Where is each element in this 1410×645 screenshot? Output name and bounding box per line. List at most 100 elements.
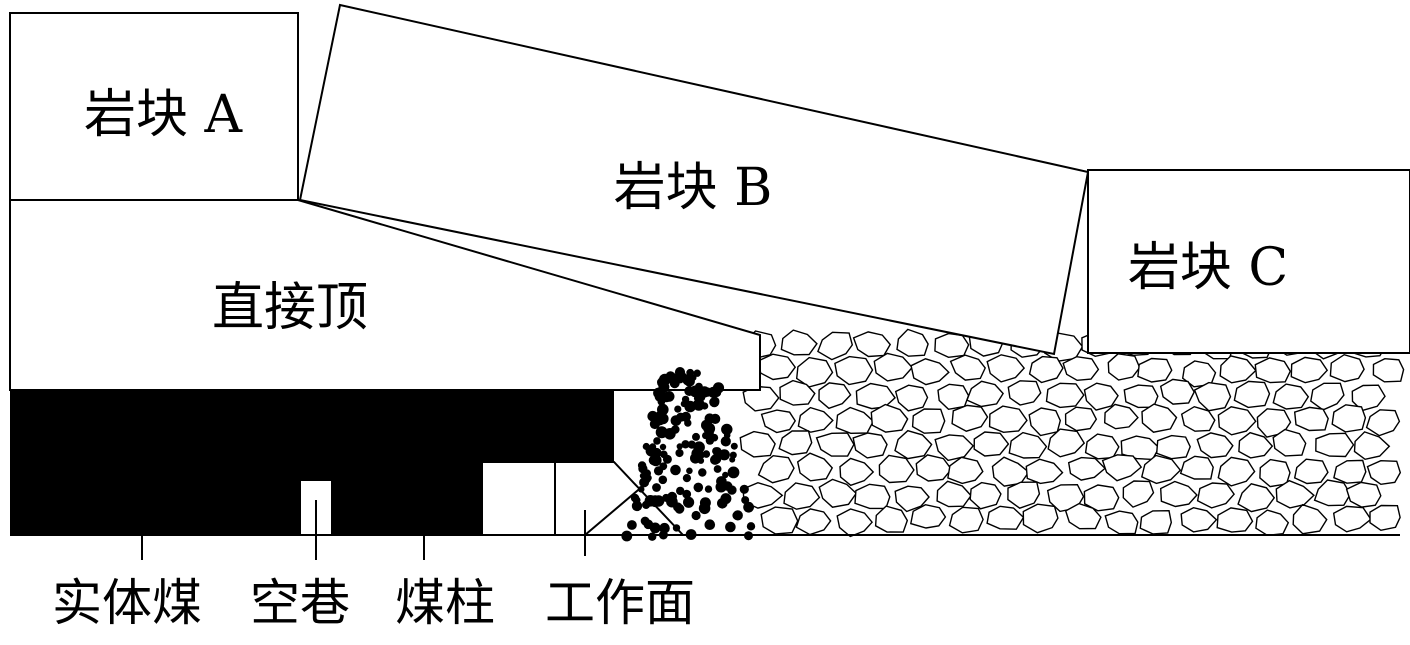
coal-particle: [701, 402, 709, 410]
coal-particle: [682, 474, 692, 483]
coal-particle: [675, 448, 684, 458]
coal-particle: [693, 369, 701, 377]
coal-particle: [649, 522, 661, 534]
coal-particle: [710, 453, 722, 465]
coal-particle: [730, 442, 738, 450]
rock-fragment: [1293, 406, 1329, 432]
coal-particle: [670, 464, 681, 476]
goaf-caved-zone: [739, 328, 1405, 538]
rock-fragment: [1062, 355, 1100, 382]
rock-fragment: [1217, 406, 1257, 436]
coal-particle: [686, 368, 695, 377]
rock-fragment: [873, 352, 914, 382]
rock-fragment: [986, 354, 1026, 383]
coal-particle: [642, 442, 650, 451]
coal-particle: [658, 475, 668, 485]
rock-fragment: [852, 331, 892, 358]
coal-particle: [729, 451, 737, 459]
immediate-roof-label: 直接顶: [212, 278, 368, 338]
rock-block-c-label: 岩块 C: [1128, 238, 1288, 298]
coal-particle: [630, 493, 640, 503]
rock-fragment: [1180, 405, 1216, 432]
coal-particle: [704, 485, 713, 493]
coal-particle: [692, 432, 700, 441]
coal-pillar-label: 煤柱: [395, 574, 495, 632]
rock-block-c: [1087, 169, 1410, 354]
rock-fragment: [742, 385, 780, 412]
coal-particle: [673, 502, 683, 512]
coal-particle: [659, 443, 667, 451]
coal-particle: [691, 510, 701, 521]
rock-fragment: [757, 353, 797, 381]
empty-roadway-label: 空巷: [250, 574, 350, 632]
rock-fragment: [1064, 502, 1102, 530]
coal-particle: [683, 496, 695, 508]
coal-particle: [674, 405, 682, 413]
coal-particle: [684, 375, 695, 387]
rock-fragment: [1064, 406, 1098, 432]
rock-fragment: [1219, 355, 1257, 384]
rock-fragment: [894, 384, 929, 412]
coal-particle: [712, 447, 721, 456]
rock-fragment: [1196, 432, 1234, 459]
rock-fragment: [948, 506, 984, 534]
coal-particle: [692, 450, 702, 459]
rock-fragment: [1315, 432, 1355, 458]
rock-fragment: [795, 356, 834, 388]
rock-fragment: [973, 431, 1010, 457]
coal-particle: [698, 468, 707, 477]
coal-particle: [682, 489, 692, 499]
rock-fragment: [909, 503, 947, 529]
rock-fragment: [1255, 509, 1290, 537]
coal-particle: [637, 486, 645, 493]
rock-fragment: [1217, 456, 1256, 487]
coal-particle: [680, 411, 691, 422]
rock-fragment: [896, 328, 929, 357]
rock-fragment: [818, 478, 858, 508]
rock-fragment: [951, 404, 989, 432]
rock-fragment: [986, 505, 1025, 530]
rock-fragment: [1237, 483, 1276, 513]
rock-fragment: [1107, 353, 1141, 381]
rock-fragment: [1103, 403, 1139, 430]
coal-particle: [663, 391, 675, 402]
rock-fragment: [1353, 431, 1391, 461]
coal-particle: [702, 432, 710, 440]
rock-fragment: [1372, 357, 1405, 383]
coal-particle: [675, 374, 685, 384]
rock-fragment: [1310, 382, 1345, 411]
rock-fragment: [1137, 357, 1173, 383]
coal-particle: [652, 483, 661, 492]
rock-fragment: [783, 482, 821, 510]
rock-fragment: [894, 429, 933, 460]
rock-fragment: [742, 481, 784, 509]
coal-particle: [704, 519, 716, 530]
coal-particle: [743, 501, 754, 513]
rock-fragment: [1007, 481, 1041, 509]
rock-fragment: [1313, 479, 1352, 507]
rock-fragment: [1141, 403, 1178, 433]
rock-fragment: [1333, 459, 1367, 484]
rock-fragment: [1025, 458, 1064, 485]
solid-coal-label: 实体煤: [52, 574, 202, 632]
coal-particle: [660, 450, 668, 459]
rock-fragment: [1139, 509, 1173, 535]
rock-fragment: [894, 485, 930, 513]
coal-particle: [653, 437, 661, 445]
working-face-opening: [483, 461, 684, 536]
rock-fragment: [815, 432, 855, 457]
coal-particle: [672, 524, 681, 532]
coal-particle: [674, 367, 686, 378]
rock-fragment: [760, 506, 799, 535]
rock-fragment: [1366, 459, 1402, 486]
coal-particle: [648, 532, 657, 541]
coal-particle: [727, 485, 737, 495]
coal-particle: [639, 477, 650, 488]
rock-fragment: [1293, 458, 1329, 485]
rock-fragment: [1254, 357, 1292, 384]
rock-fragment: [818, 382, 852, 410]
coal-particle: [699, 497, 711, 509]
coal-particle: [676, 486, 685, 496]
rock-fragment: [854, 483, 891, 510]
coal-particle: [701, 419, 712, 431]
